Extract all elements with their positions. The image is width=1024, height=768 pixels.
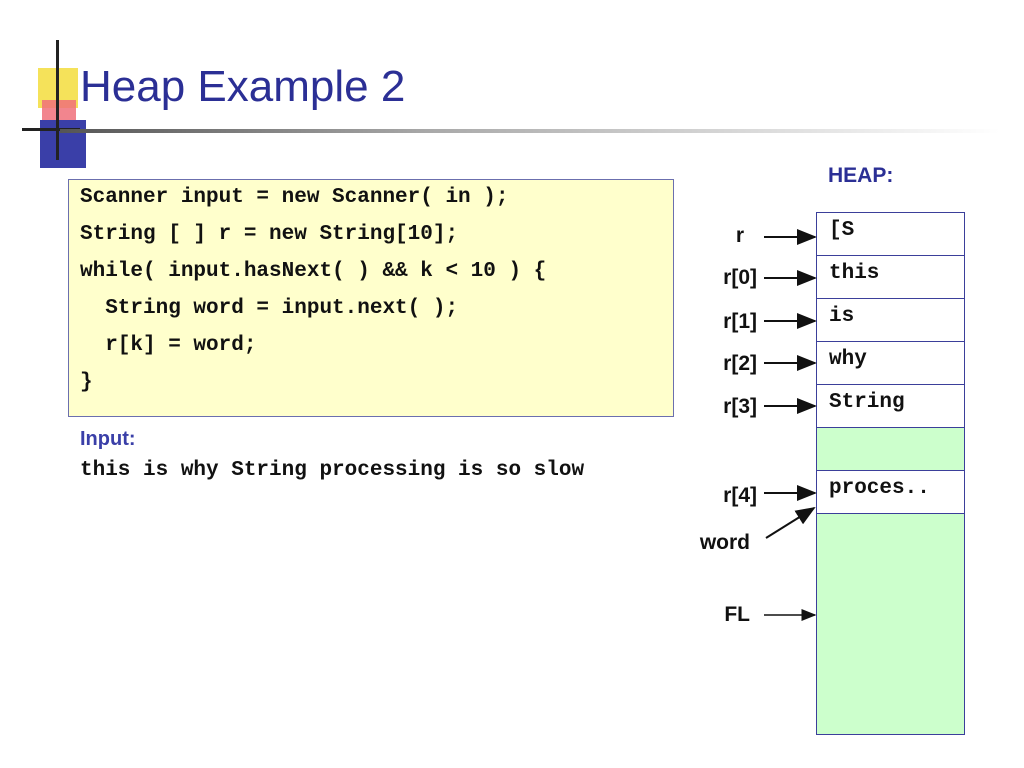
reference-label-r1: r[1] [723, 310, 757, 333]
reference-label-fl: FL [724, 603, 750, 626]
title-decoration-vertical-line [56, 40, 59, 160]
input-label: Input: [80, 428, 136, 450]
code-line: String [ ] r = new String[10]; [80, 223, 459, 246]
heap-label: HEAP: [828, 164, 894, 187]
heap-free-space [816, 513, 965, 735]
arrow-word [765, 506, 816, 539]
heap-memory: [S this is why String proces.. [816, 212, 965, 735]
reference-label-r: r [735, 224, 744, 247]
title-decoration-horizontal-line [22, 128, 80, 131]
reference-label-word: word [699, 531, 750, 554]
reference-label-r3: r[3] [723, 395, 757, 418]
code-line: r[k] = word; [80, 334, 257, 357]
title-underline [60, 129, 1000, 133]
heap-cell: [S [816, 212, 965, 255]
code-line: while( input.hasNext( ) && k < 10 ) { [80, 260, 547, 283]
slide-title: Heap Example 2 [80, 62, 406, 111]
code-line: Scanner input = new Scanner( in ); [80, 186, 509, 209]
heap-cell: proces.. [816, 470, 965, 513]
input-text: this is why String processing is so slow [80, 459, 585, 482]
code-line: } [80, 371, 93, 394]
heap-cell-free-gap [816, 427, 965, 470]
code-line: String word = input.next( ); [80, 297, 459, 320]
heap-cell: String [816, 384, 965, 427]
heap-cell: is [816, 298, 965, 341]
code-block: Scanner input = new Scanner( in ); Strin… [68, 179, 674, 417]
reference-label-r4: r[4] [723, 484, 757, 507]
reference-label-r2: r[2] [723, 352, 757, 375]
reference-label-r0: r[0] [723, 266, 757, 289]
heap-cell: this [816, 255, 965, 298]
heap-cell: why [816, 341, 965, 384]
